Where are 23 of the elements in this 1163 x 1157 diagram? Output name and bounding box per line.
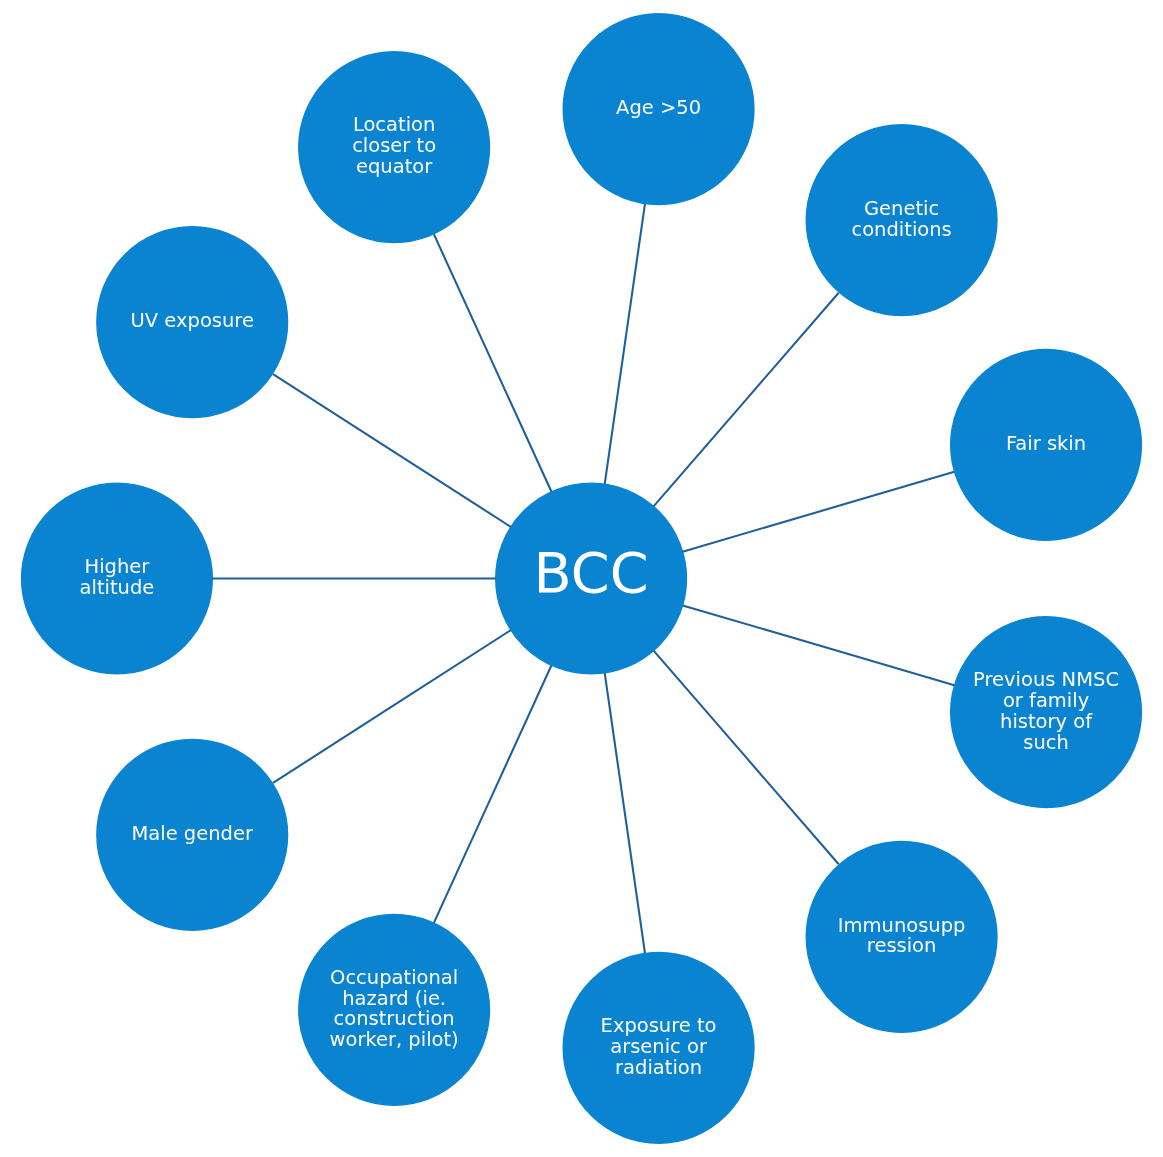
node-circle: Previous NMSC or family history of such [949, 616, 1143, 809]
connector [272, 373, 512, 528]
connector [603, 203, 646, 485]
connector [432, 664, 553, 924]
node-circle: Exposure to arsenic or radiation [562, 951, 755, 1144]
node-circle: Genetic conditions [805, 124, 998, 317]
node-circle: Immunosupp ression [805, 840, 998, 1033]
node-circle: Male gender [96, 738, 289, 931]
connector [682, 470, 955, 553]
connector [432, 233, 553, 493]
connector [682, 604, 955, 687]
node-circle: BCC [495, 482, 688, 675]
node-circle: Higher altitude [20, 482, 214, 675]
node-circle: UV exposure [96, 226, 289, 419]
connector [652, 292, 840, 508]
node-circle: Fair skin [949, 348, 1143, 541]
connector [272, 629, 512, 784]
node-circle: Age >50 [562, 13, 755, 206]
connector [212, 577, 496, 580]
connector [603, 672, 646, 954]
connector [652, 649, 840, 865]
node-circle: Occupational hazard (ie. construction worker, pilot) [298, 913, 491, 1106]
node-circle: Location closer to equator [298, 51, 491, 244]
